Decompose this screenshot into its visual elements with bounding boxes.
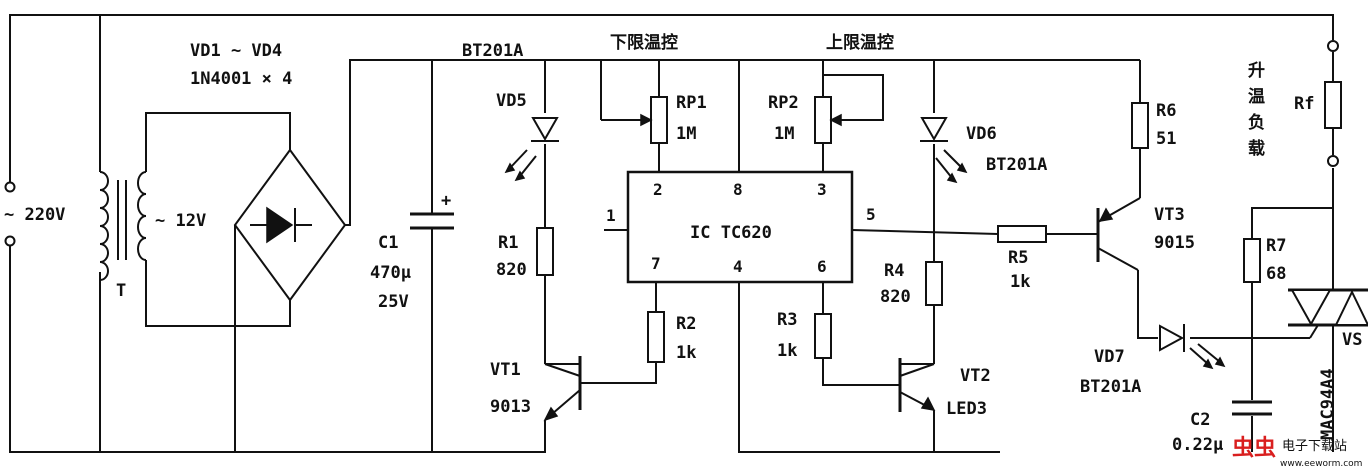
led-vd5: BT201A VD5: [462, 41, 559, 182]
terminal: [1327, 155, 1339, 167]
r1-label: R1: [498, 233, 518, 253]
rp1-value: 1M: [676, 124, 696, 144]
capacitor-c1: + C1 470μ 25V: [370, 191, 454, 312]
pin-3: 3: [817, 180, 827, 199]
c1-value: 470μ: [370, 263, 411, 283]
led-vd6: VD6 BT201A: [920, 117, 1047, 184]
r4-label: R4: [884, 261, 904, 281]
bt201a-vd7-label: BT201A: [1080, 377, 1141, 397]
vd7-label: VD7: [1094, 347, 1125, 367]
terminal: [1327, 40, 1339, 52]
potentiometer-rp1: 下限温控 RP1 1M: [610, 32, 707, 144]
triac-part-label: MAC94A4: [1318, 368, 1338, 440]
pin-5: 5: [866, 205, 876, 224]
bt201a-top-label: BT201A: [462, 41, 523, 61]
r6-label: R6: [1156, 101, 1176, 121]
upper-limit-label: 上限温控: [826, 32, 894, 53]
rp2-value: 1M: [774, 124, 794, 144]
ac-input: ~ 220V: [4, 181, 65, 247]
vt2-part: LED3: [946, 399, 987, 419]
r5-value: 1k: [1010, 272, 1030, 292]
triac-vs: VS MAC94A4: [1288, 288, 1368, 440]
transformer-label: T: [116, 281, 126, 301]
terminal: [4, 181, 16, 193]
lower-limit-label: 下限温控: [610, 32, 678, 53]
pin-4: 4: [733, 257, 743, 276]
vd5-label: VD5: [496, 91, 527, 111]
pin-7: 7: [651, 254, 661, 273]
r7-label: R7: [1266, 236, 1286, 256]
heat-load-char-4: 载: [1248, 138, 1265, 159]
c1-voltage: 25V: [378, 292, 409, 312]
potentiometer-rp2: 上限温控 RP2 1M: [768, 32, 894, 144]
c2-label: C2: [1190, 410, 1210, 430]
resistor-r6: R6 51: [1131, 101, 1176, 149]
r2-value: 1k: [676, 343, 696, 363]
ic-tc620: IC TC620 1 2 8 3 5 7 4 6: [606, 170, 876, 284]
resistor-r1: R1 820: [496, 227, 554, 280]
heat-load-char-2: 温: [1248, 87, 1265, 107]
r5-label: R5: [1008, 248, 1028, 268]
r4-value: 820: [880, 287, 911, 307]
pin-8: 8: [733, 180, 743, 199]
watermark-url: www.eeworm.com: [1280, 459, 1362, 469]
vt1-part: 9013: [490, 397, 531, 417]
c1-label: C1: [378, 233, 398, 253]
vt2-label: VT2: [960, 366, 991, 386]
r3-label: R3: [777, 310, 797, 330]
r2-label: R2: [676, 314, 696, 334]
heat-load-char-3: 负: [1248, 112, 1265, 133]
heat-load-char-1: 升: [1248, 61, 1265, 81]
resistor-r7: R7 68: [1243, 236, 1286, 284]
resistor-r4: R4 820: [880, 261, 943, 307]
r7-value: 68: [1266, 264, 1286, 284]
watermark: 虫虫 电子下载站 www.eeworm.com: [1232, 435, 1362, 469]
transistor-vt1: VT1 9013: [490, 356, 597, 422]
resistor-r2: R2 1k: [647, 311, 696, 363]
rp1-label: RP1: [676, 93, 707, 113]
vs-label: VS: [1342, 330, 1362, 350]
r3-value: 1k: [777, 341, 797, 361]
watermark-logo: 虫虫: [1232, 435, 1276, 461]
capacitor-c2: C2 0.22μ: [1172, 400, 1272, 455]
c2-value: 0.22μ: [1172, 435, 1223, 455]
resistor-r3: R3 1k: [777, 310, 832, 361]
polarity-plus: +: [441, 191, 451, 211]
ic-label: IC TC620: [690, 223, 772, 243]
vt1-label: VT1: [490, 360, 521, 380]
load-rf: Rf 升 温 负 载: [1248, 40, 1342, 167]
watermark-text: 电子下载站: [1282, 439, 1347, 454]
transistor-vt2: VT2 LED3: [880, 358, 991, 419]
led-vd7: VD7 BT201A: [1080, 324, 1226, 397]
r1-value: 820: [496, 260, 527, 280]
terminal: [4, 235, 16, 247]
transistor-vt3: VT3 9015: [1096, 197, 1195, 271]
vac-in-label: ~ 220V: [4, 205, 65, 225]
resistor-r5: R5 1k: [997, 225, 1047, 292]
r6-value: 51: [1156, 129, 1176, 149]
vt3-label: VT3: [1154, 205, 1185, 225]
bridge-rectifier: VD1 ~ VD4 1N4001 × 4: [190, 41, 347, 302]
bt201a-vd6-label: BT201A: [986, 155, 1047, 175]
rp2-label: RP2: [768, 93, 799, 113]
vd1-vd4-label: VD1 ~ VD4: [190, 41, 282, 61]
wires: [9, 14, 1334, 453]
pin-6: 6: [817, 257, 827, 276]
pin-1: 1: [606, 206, 616, 225]
diode-part-label: 1N4001 × 4: [190, 69, 292, 89]
transformer: T ~ 12V: [99, 171, 206, 301]
vt3-part: 9015: [1154, 233, 1195, 253]
vac-out-label: ~ 12V: [155, 211, 206, 231]
pin-2: 2: [653, 180, 663, 199]
rf-label: Rf: [1294, 94, 1314, 114]
vd6-label: VD6: [966, 124, 997, 144]
